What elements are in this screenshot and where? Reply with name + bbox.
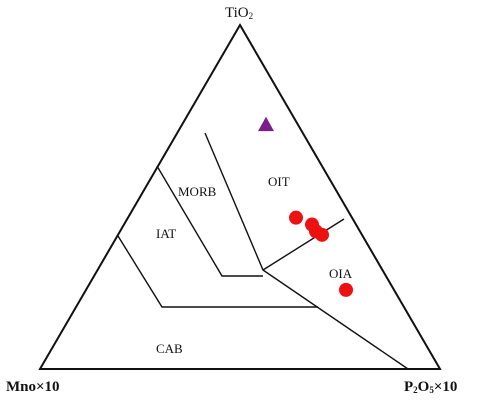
circle-marker-3	[315, 227, 329, 242]
apex-label-right: P2O5×10	[404, 379, 457, 395]
triangle-marker-0	[258, 116, 274, 132]
field-label-oit: OIT	[268, 174, 290, 189]
field-boundaries	[117, 132, 409, 370]
circle-marker-4	[339, 282, 353, 297]
morb-iat-boundary	[156, 165, 263, 277]
oit-morb-boundary	[204, 132, 409, 370]
field-label-iat: IAT	[156, 226, 176, 241]
field-label-morb: MORB	[178, 184, 217, 199]
circle-marker-0	[289, 210, 303, 225]
iat-cab-boundary	[117, 235, 318, 308]
apex-label-top: TiO2	[225, 5, 253, 21]
apex-label-left: Mno×10	[6, 379, 60, 395]
oit-oia-boundary	[262, 218, 345, 271]
field-label-oia: OIA	[329, 266, 353, 281]
data-markers	[258, 116, 353, 297]
ternary-frame	[38, 23, 442, 370]
field-label-cab: CAB	[156, 341, 183, 356]
